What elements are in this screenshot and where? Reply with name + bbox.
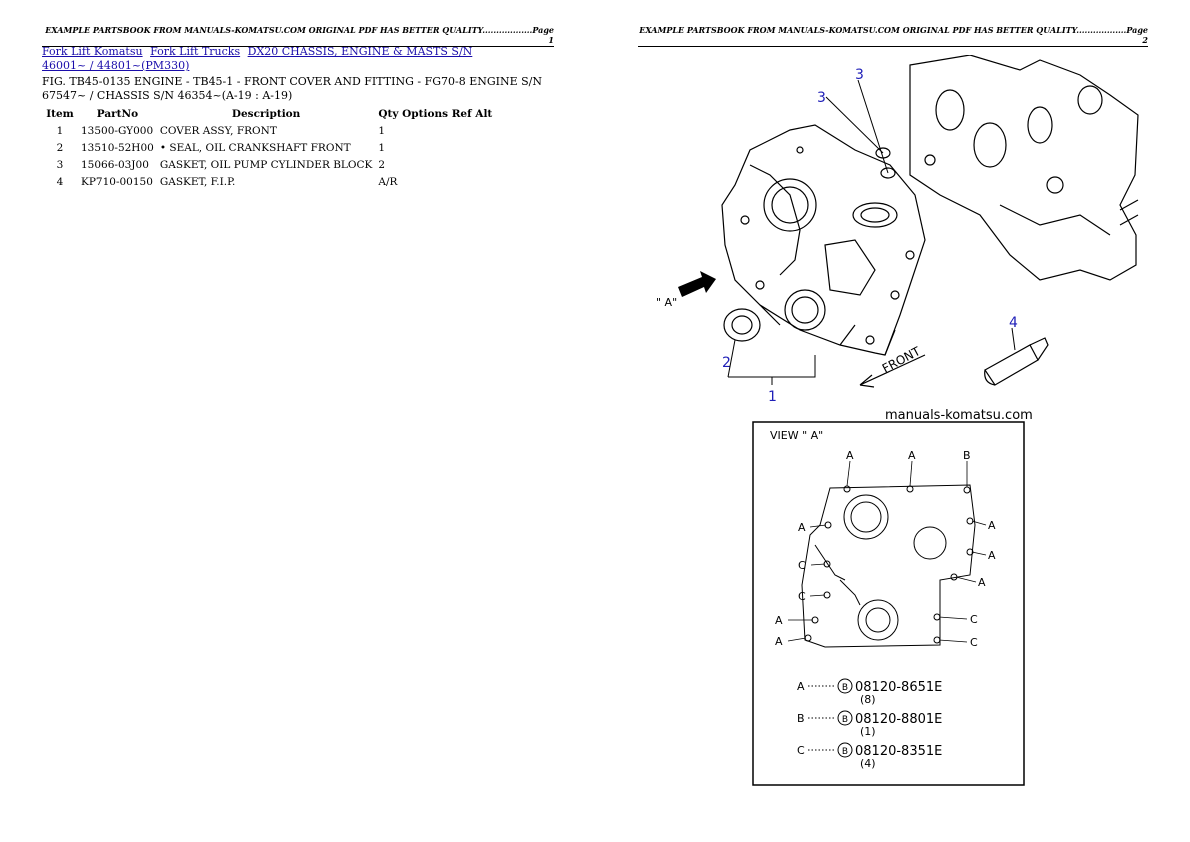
bolt-badge-icon <box>837 742 853 758</box>
view-a-marker: " A" <box>656 296 677 309</box>
legend-part: 08120-8801E <box>855 712 942 727</box>
callout-3-left: 3 <box>817 90 826 106</box>
engine-block-outline <box>909 55 1139 281</box>
bolt-letter-a: A <box>798 521 806 534</box>
col-qty: Qty <box>378 108 399 120</box>
view-a-panel: VIEW " A" <box>752 421 1025 786</box>
bolt-legend: A B 08120-8651E (8) B B 08120-8801E (1) … <box>797 678 942 770</box>
callout-3-top: 3 <box>855 67 864 83</box>
row-description: GASKET, OIL PUMP CYLINDER BLOCK <box>159 158 373 171</box>
row-partno: 15066-03J00 <box>81 158 149 171</box>
front-label: FRONT <box>880 344 923 376</box>
view-arrow-icon <box>678 271 716 297</box>
row-qty: 1 <box>378 124 386 137</box>
exploded-parts-diagram: 3 3 2 1 4 " A" FRONT manuals-komatsu.com… <box>656 55 1139 786</box>
view-a-title: VIEW " A" <box>770 429 823 442</box>
leader-lines <box>727 79 1016 385</box>
callout-labels: 3 3 2 1 4 <box>722 67 1018 405</box>
row-item: 3 <box>56 158 64 171</box>
bolt-letter-b: B <box>963 449 971 462</box>
figure-title: FIG. TB45-0135 ENGINE - TB45-1 - FRONT C… <box>42 75 543 102</box>
bolt-letter-a: A <box>775 635 783 648</box>
col-qty-options-ref-alt: Qty Options Ref Alt <box>375 106 495 122</box>
row-description: COVER ASSY, FRONT <box>159 124 277 137</box>
bolt-badge-letter: B <box>842 683 848 693</box>
legend-letter: A <box>797 680 805 693</box>
row-partno: KP710-00150 <box>81 175 153 188</box>
row-qty: A/R <box>378 175 398 188</box>
legend-part: 08120-8351E <box>855 744 942 759</box>
row-qty: 1 <box>378 141 386 154</box>
page-header-1: EXAMPLE PARTSBOOK FROM MANUALS-KOMATSU.C… <box>42 25 554 47</box>
bolt-letter-a: A <box>988 549 996 562</box>
legend-letter: B <box>797 712 805 725</box>
bolt-letter-a: A <box>775 614 783 627</box>
bolt-letter-c: C <box>970 636 978 649</box>
legend-part: 08120-8651E <box>855 680 942 695</box>
legend-row-c: C B 08120-8351E (4) <box>797 742 942 770</box>
table-row: 3 15066-03J00 GASKET, OIL PUMP CYLINDER … <box>42 156 495 173</box>
sealant-tube-part-4 <box>984 337 1049 386</box>
callout-1: 1 <box>768 389 777 405</box>
row-partno: 13510-52H00 <box>81 141 154 154</box>
page-header-2: EXAMPLE PARTSBOOK FROM MANUALS-KOMATSU.C… <box>638 25 1148 47</box>
oil-seal-part-2 <box>723 308 761 342</box>
row-partno: 13500-GY000 <box>81 124 154 137</box>
callout-4: 4 <box>1009 315 1018 331</box>
col-options: Options <box>402 108 449 120</box>
view-a-leaders <box>787 460 987 643</box>
legend-count: (8) <box>860 693 876 706</box>
bolt-letter-a: A <box>846 449 854 462</box>
bolt-letter-c: C <box>970 613 978 626</box>
row-qty: 2 <box>378 158 386 171</box>
col-alt: Alt <box>475 108 493 120</box>
watermark: manuals-komatsu.com <box>885 408 1033 423</box>
front-cover-outline <box>721 124 926 356</box>
breadcrumb-link-model[interactable]: DX20 CHASSIS, ENGINE & MASTS S/N 46001~ … <box>42 45 473 72</box>
bolt-badge-letter: B <box>842 747 848 757</box>
legend-row-a: A B 08120-8651E (8) <box>797 678 942 706</box>
view-a-bolt-letters: A A B A A A A C C C C A A <box>775 449 996 649</box>
legend-count: (1) <box>860 725 876 738</box>
bolt-letter-c: C <box>798 559 806 572</box>
col-item: Item <box>46 108 74 120</box>
bolt-letter-a: A <box>908 449 916 462</box>
row-description: GASKET, F.I.P. <box>159 175 236 188</box>
breadcrumb-link-komatsu[interactable]: Fork Lift Komatsu <box>42 45 143 58</box>
legend-letter: C <box>797 744 805 757</box>
front-arrow-icon <box>859 354 926 388</box>
table-row: 4 KP710-00150 GASKET, F.I.P. A/R <box>42 173 495 190</box>
row-item: 2 <box>56 141 64 154</box>
table-header-row: Item PartNo Description Qty Options Ref … <box>42 106 495 122</box>
col-description: Description <box>231 108 301 120</box>
bolt-badge-icon <box>837 710 853 726</box>
row-description: • SEAL, OIL CRANKSHAFT FRONT <box>159 141 351 154</box>
col-partno: PartNo <box>96 108 139 120</box>
breadcrumb-link-trucks[interactable]: Fork Lift Trucks <box>150 45 241 58</box>
bolt-badge-letter: B <box>842 715 848 725</box>
legend-count: (4) <box>860 757 876 770</box>
bolt-letter-a: A <box>978 576 986 589</box>
row-item: 1 <box>56 124 64 137</box>
bolt-letter-c: C <box>798 590 806 603</box>
callout-2: 2 <box>722 355 731 371</box>
row-item: 4 <box>56 175 64 188</box>
bolt-badge-icon <box>837 678 853 694</box>
breadcrumb: Fork Lift Komatsu Fork Lift Trucks DX20 … <box>42 45 512 73</box>
legend-row-b: B B 08120-8801E (1) <box>797 710 942 738</box>
bolt-letter-a: A <box>988 519 996 532</box>
parts-table: Item PartNo Description Qty Options Ref … <box>42 106 495 190</box>
col-ref: Ref <box>451 108 472 120</box>
table-row: 2 13510-52H00 • SEAL, OIL CRANKSHAFT FRO… <box>42 139 495 156</box>
table-row: 1 13500-GY000 COVER ASSY, FRONT 1 <box>42 122 495 139</box>
